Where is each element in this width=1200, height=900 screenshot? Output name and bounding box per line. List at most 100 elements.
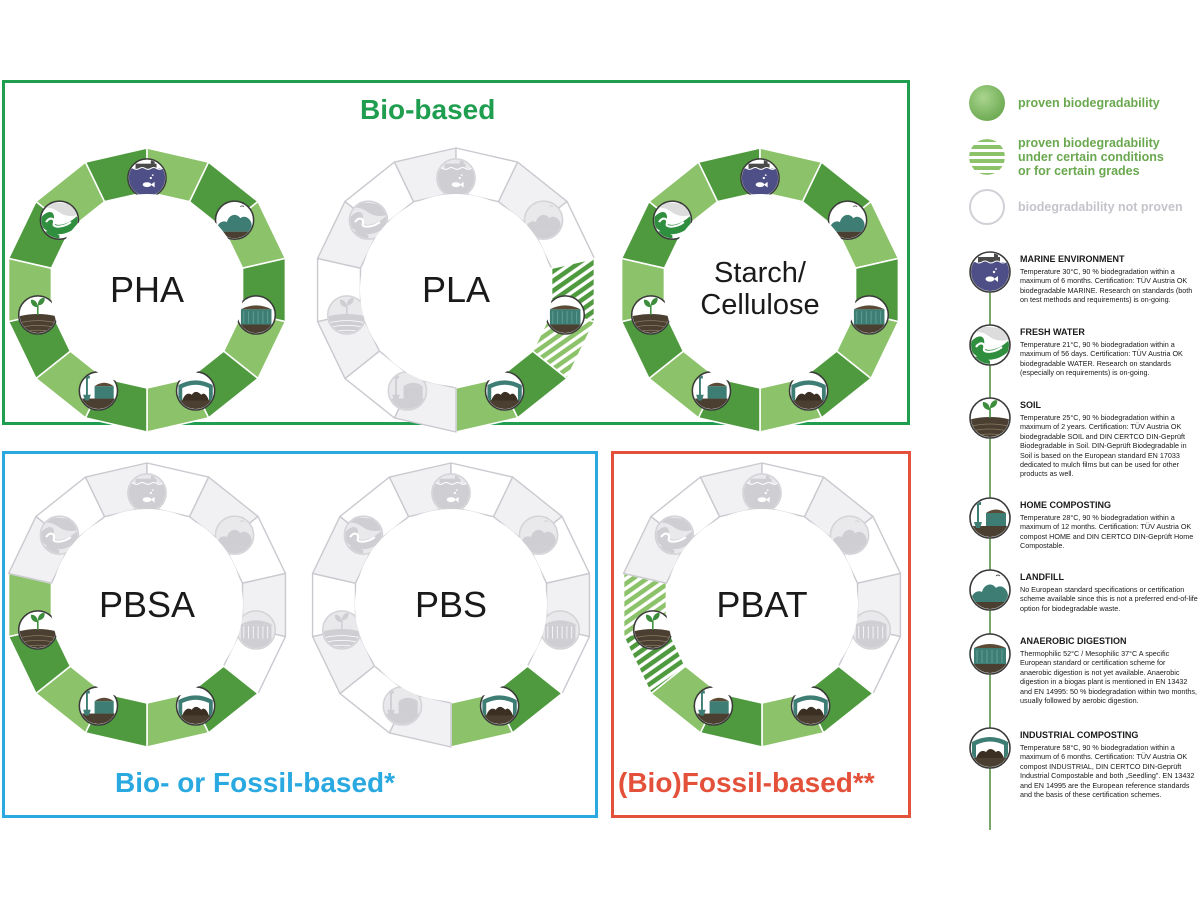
segment-marine [699, 462, 825, 518]
wheel-center [355, 509, 547, 701]
landfill-icon [518, 515, 559, 556]
legend-key-conditional: proven biodegradability under certain co… [968, 136, 1164, 178]
soil-icon [17, 610, 58, 650]
landfill-icon [214, 515, 255, 556]
wheel-pbat: PBAT [617, 460, 907, 750]
fresh-icon [343, 515, 384, 556]
legend-key-proven: proven biodegradability [968, 84, 1160, 122]
segment-industrial [759, 350, 872, 433]
industrial-icon [175, 686, 216, 726]
legend-env-anaerobic-digestion: ANAEROBIC DIGESTION Thermophilic 52°C / … [968, 632, 1198, 722]
legend-env-desc: Temperature 30°C, 90 % biodegradation wi… [1020, 267, 1193, 305]
soil-icon [969, 397, 1011, 439]
industrial-icon [175, 371, 216, 411]
legend-key-label: proven biodegradability under certain co… [1018, 136, 1164, 178]
industrial-icon [788, 371, 829, 411]
legend-env-title: MARINE ENVIRONMENT [1020, 254, 1125, 264]
legend-env-title: ANAEROBIC DIGESTION [1020, 636, 1127, 646]
legend-env-desc: Temperature 21°C, 90 % biodegradation wi… [1020, 340, 1183, 378]
conditional-swatch-icon [969, 139, 1005, 175]
wheel-pla: PLA [311, 145, 601, 435]
soil-icon [630, 295, 671, 335]
fresh-icon [654, 515, 695, 556]
landfill-icon [969, 569, 1011, 611]
legend-env-desc: No European standard specifications or c… [1020, 585, 1198, 613]
landfill-icon [829, 515, 870, 556]
segment-marine [84, 462, 210, 518]
segment-marine [697, 147, 823, 203]
segment-industrial [146, 665, 259, 748]
legend-env-soil: SOIL Temperature 25°C, 90 % biodegradati… [968, 396, 1198, 496]
anaerobic-icon [540, 610, 581, 650]
fresh-icon [39, 515, 80, 556]
legend-env-title: HOME COMPOSTING [1020, 500, 1112, 510]
fresh-icon [348, 200, 389, 241]
home-composting-icon [969, 497, 1011, 539]
soil-icon [17, 295, 58, 335]
anaerobic-icon [236, 295, 277, 335]
legend-env-desc: Temperature 58°C, 90 % biodegradation wi… [1020, 743, 1195, 800]
segment-soil [620, 257, 685, 380]
bio-fossil-title: (Bio)Fossil-based** [618, 767, 875, 798]
industrial-composting-icon [969, 727, 1011, 769]
legend-env-title: SOIL [1020, 400, 1042, 410]
legend-key-label: proven biodegradability [1018, 96, 1160, 110]
marine-icon [127, 158, 167, 198]
segment-anaerobic [222, 257, 287, 380]
segment-marine [393, 147, 519, 203]
segment-industrial [455, 350, 568, 433]
anaerobic-icon [849, 295, 890, 335]
segment-fresh [316, 161, 415, 269]
anaerobic-digestion-icon [969, 633, 1011, 675]
proven-swatch-icon [969, 85, 1005, 121]
wheel-center [51, 509, 243, 701]
biobased-title: Bio-based [360, 94, 496, 125]
segment-fresh [311, 476, 410, 584]
segment-landfill [803, 476, 902, 584]
fresh-water-icon [969, 324, 1011, 366]
marine-icon [436, 158, 476, 198]
bio-or-fossil-frame [2, 451, 598, 818]
legend-key-label: biodegradability not proven [1018, 200, 1183, 214]
segment-anaerobic [837, 572, 902, 695]
legend-env-title: INDUSTRIAL COMPOSTING [1020, 730, 1139, 740]
segment-landfill [497, 161, 596, 269]
segment-home [35, 350, 148, 433]
segment-fresh [7, 161, 106, 269]
marine-icon [740, 158, 780, 198]
legend-env-desc: Temperature 25°C, 90 % biodegradation wi… [1020, 413, 1187, 479]
legend-env-desc: Temperature 28°C, 90 % biodegradation wi… [1020, 513, 1194, 551]
segment-industrial [146, 350, 259, 433]
fresh-icon [652, 200, 693, 241]
industrial-icon [790, 686, 831, 726]
home-icon [691, 371, 732, 411]
segment-marine [388, 462, 514, 518]
segment-industrial [450, 665, 563, 748]
wheel-center [664, 194, 856, 386]
home-icon [387, 371, 428, 411]
landfill-icon [827, 200, 868, 241]
segment-industrial [761, 665, 874, 748]
segment-landfill [801, 161, 900, 269]
not-proven-swatch-icon [969, 189, 1005, 225]
segment-soil [311, 572, 376, 695]
wheel-center [51, 194, 243, 386]
anaerobic-icon [236, 610, 277, 650]
anaerobic-icon [851, 610, 892, 650]
wheel-center [360, 194, 552, 386]
wheel-pbsa: PBSA [2, 460, 292, 750]
wheel-starch-cellulose: Starch/ Cellulose [615, 145, 905, 435]
legend-env-landfill: LANDFILL No European standard specificat… [968, 568, 1198, 628]
segment-anaerobic [835, 257, 900, 380]
soil-icon [321, 610, 362, 650]
legend-env-title: LANDFILL [1020, 572, 1064, 582]
segment-home [339, 665, 452, 748]
segment-fresh [620, 161, 719, 269]
home-icon [78, 686, 119, 726]
segment-anaerobic [526, 572, 591, 695]
marine-icon [127, 473, 167, 513]
wheel-pbs: PBS [306, 460, 596, 750]
bio-fossil-frame [611, 451, 911, 818]
segment-marine [84, 147, 210, 203]
legend-env-industrial-composting: INDUSTRIAL COMPOSTING Temperature 58°C, … [968, 726, 1198, 821]
